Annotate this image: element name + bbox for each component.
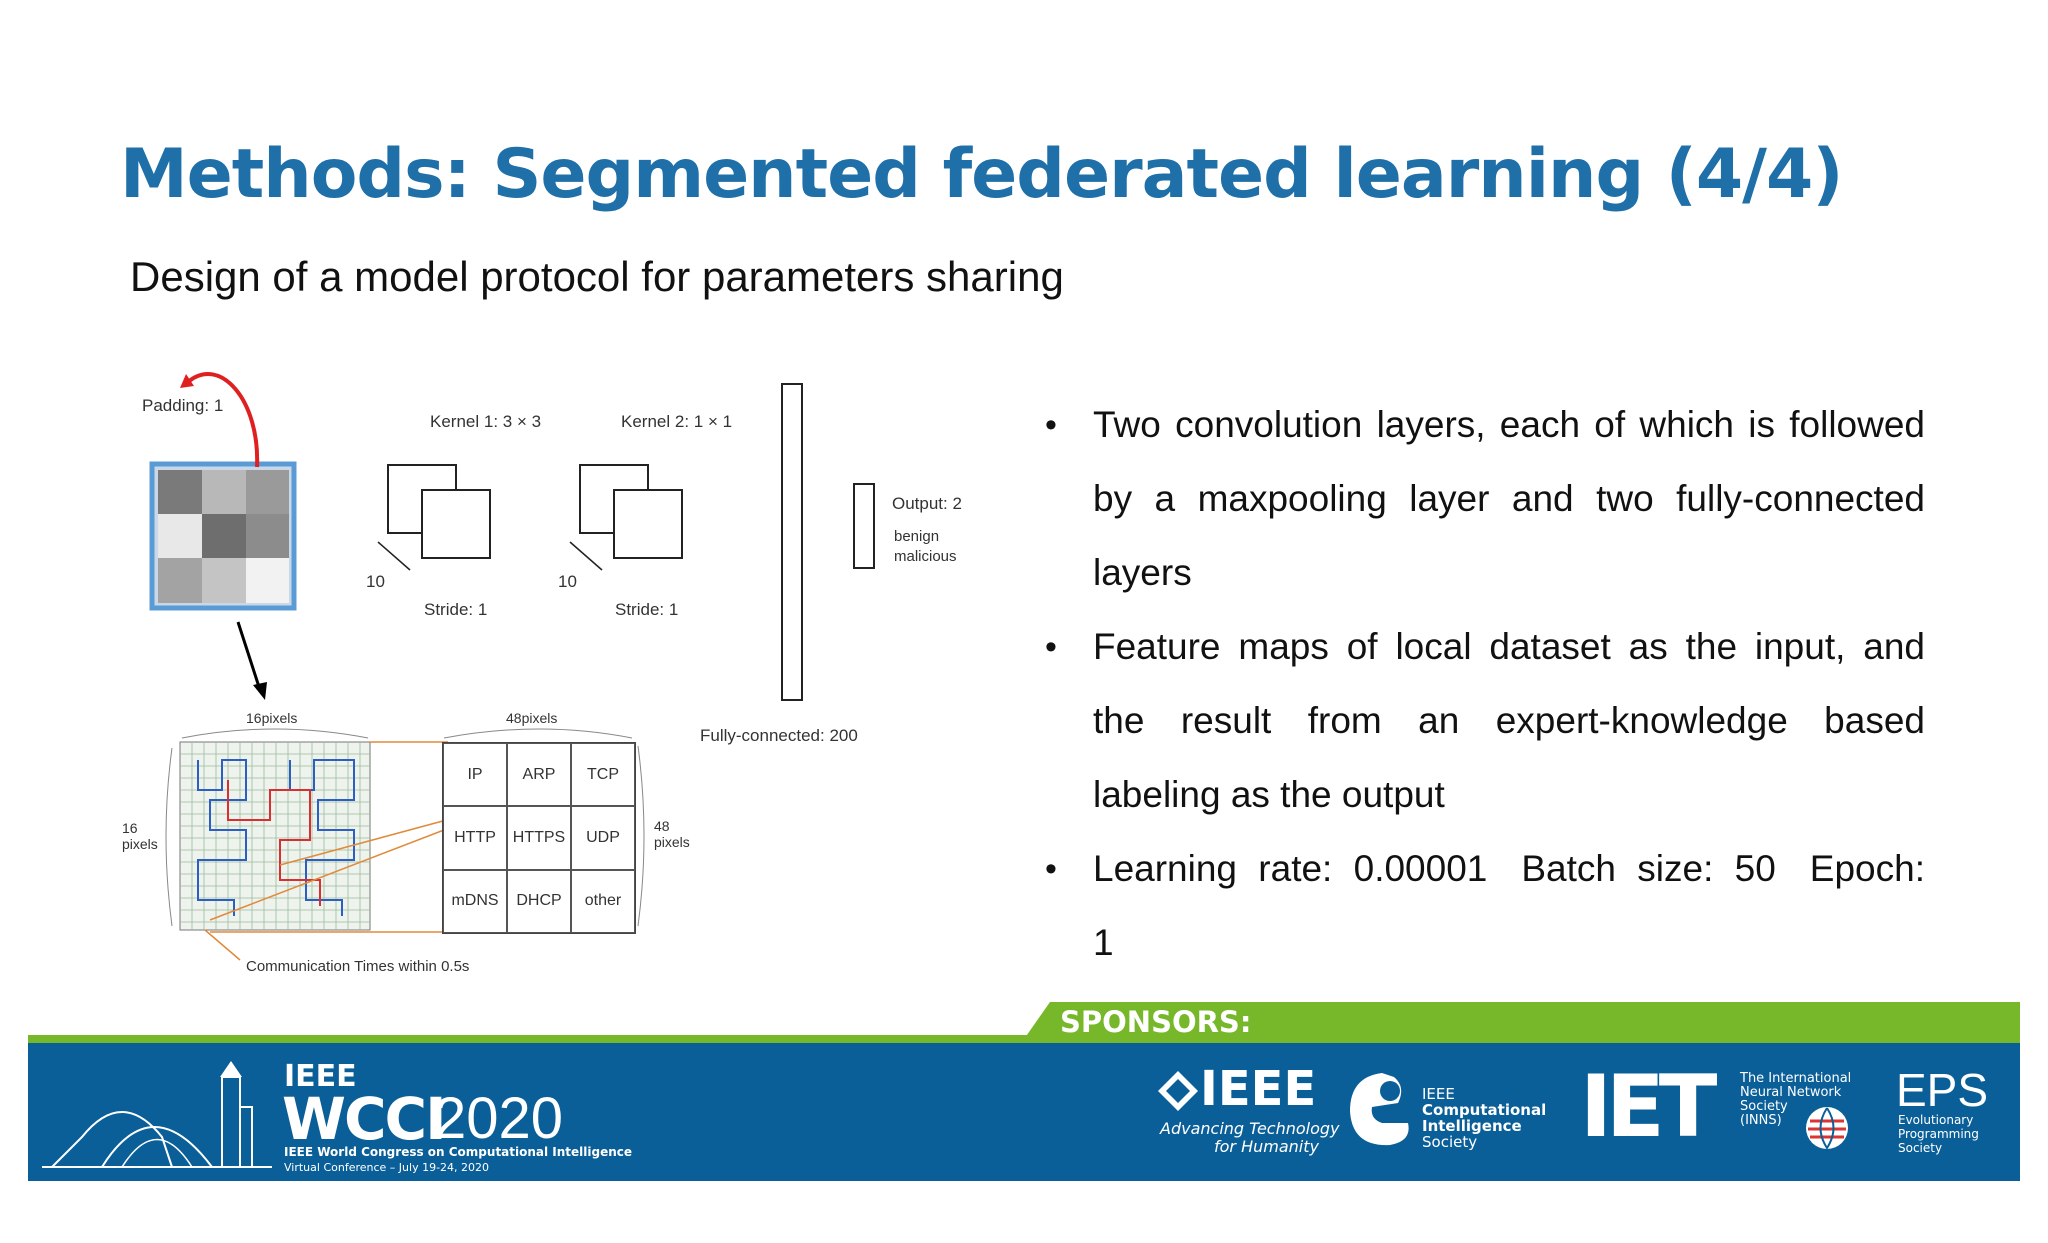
learning-rate: Learning rate: 0.00001 [1093,848,1488,889]
height48-label-b: pixels [654,834,690,850]
output-class-malicious: malicious [894,548,957,565]
output-label: Output: 2 [892,494,962,513]
inns-line-4: (INNS) [1740,1113,1782,1128]
slide-title: Methods: Segmented federated learning (4… [120,135,1843,214]
bullet-text: Feature maps of local dataset as the inp… [1093,626,1925,815]
bullet-item: Learning rate: 0.00001 Batch size: 50Epoc… [1045,832,1925,980]
inns-line-3: Society [1740,1099,1788,1114]
ieee-tagline-1: Advancing Technology [1160,1119,1340,1138]
eps-line-2: Programming [1898,1127,1979,1141]
wcci-building-icon [42,1061,272,1168]
height48-label-a: 48 [654,818,670,834]
comm-label: Communication Times within 0.5s [246,958,470,975]
inns-globe-icon [1806,1107,1848,1150]
protocol-grid: IP ARP TCP HTTP HTTPS UDP mDNS DHCP othe… [442,742,636,934]
inns-line-2: Neural Network [1740,1085,1842,1100]
fc-label: Fully-connected: 200 [700,726,858,745]
protocol-cell: mDNS [443,869,507,933]
protocol-cell: TCP [571,743,635,807]
output-class-benign: benign [894,528,940,545]
wcci-dates: Virtual Conference – July 19-24, 2020 [284,1161,490,1174]
protocol-cell: IP [443,743,507,807]
wcci-logo-text: WCCI [282,1085,447,1153]
bullet-text: Two convolution layers, each of which is… [1093,404,1925,593]
bullet-item: Feature maps of local dataset as the inp… [1045,610,1925,832]
height16-label-b: pixels [122,836,158,852]
cis-society: Society [1422,1133,1478,1151]
protocol-cell: HTTPS [507,806,571,870]
protocol-cell: ARP [507,743,571,807]
channels1-label: 10 [366,572,385,591]
cis-logo-icon [1350,1073,1409,1146]
channels2-label: 10 [558,572,577,591]
wcci-year: 2020 [434,1086,564,1151]
width48-label: 48pixels [506,710,558,726]
kernel1-label: Kernel 1: 3 × 3 [430,412,542,431]
kernel2-label: Kernel 2: 1 × 1 [621,412,733,431]
padding-label: Padding: 1 [142,396,224,415]
cis-computational: Computational [1422,1101,1547,1119]
protocol-cell: other [571,869,635,933]
ieee-logo: IEEE [1200,1061,1317,1117]
inns-line-1: The International [1740,1071,1852,1086]
sponsors-label: SPONSORS: [1060,1005,1252,1039]
iet-logo: IET [1580,1057,1717,1157]
epoch: Epoch: 1 [1093,848,1925,963]
bullet-item: Two convolution layers, each of which is… [1045,388,1925,610]
wcci-full-name: IEEE World Congress on Computational Int… [284,1145,633,1159]
protocol-cell: DHCP [507,869,571,933]
eps-line-3: Society [1898,1141,1943,1155]
cis-ieee: IEEE [1422,1085,1455,1103]
height16-label-a: 16 [122,820,138,836]
stride2-label: Stride: 1 [615,600,679,619]
cnn-diagram: Padding: 1 Kernel 1: 3 × 3 Kernel 2: 1 ×… [110,360,1010,980]
batch-size: Batch size: 50 [1521,848,1776,889]
protocol-cell: HTTP [443,806,507,870]
footer-green-stripe [28,1035,2020,1044]
slide-subtitle: Design of a model protocol for parameter… [130,253,1064,300]
stride1-label: Stride: 1 [424,600,488,619]
eps-line-1: Evolutionary [1898,1113,1974,1127]
ieee-diamond-icon [1158,1071,1198,1111]
width16-label: 16pixels [246,710,298,726]
footer-banner: IEEE WCCI 2020 IEEE World Congress on Co… [28,1043,2020,1181]
bullet-list: Two convolution layers, each of which is… [1045,388,1925,980]
wcci-ieee-label: IEEE [284,1059,357,1094]
protocol-cell: UDP [571,806,635,870]
cis-intelligence: Intelligence [1422,1117,1522,1135]
ieee-tagline-2: for Humanity [1214,1137,1319,1156]
eps-logo: EPS [1896,1064,1989,1116]
diagram-graphics [149,372,875,961]
